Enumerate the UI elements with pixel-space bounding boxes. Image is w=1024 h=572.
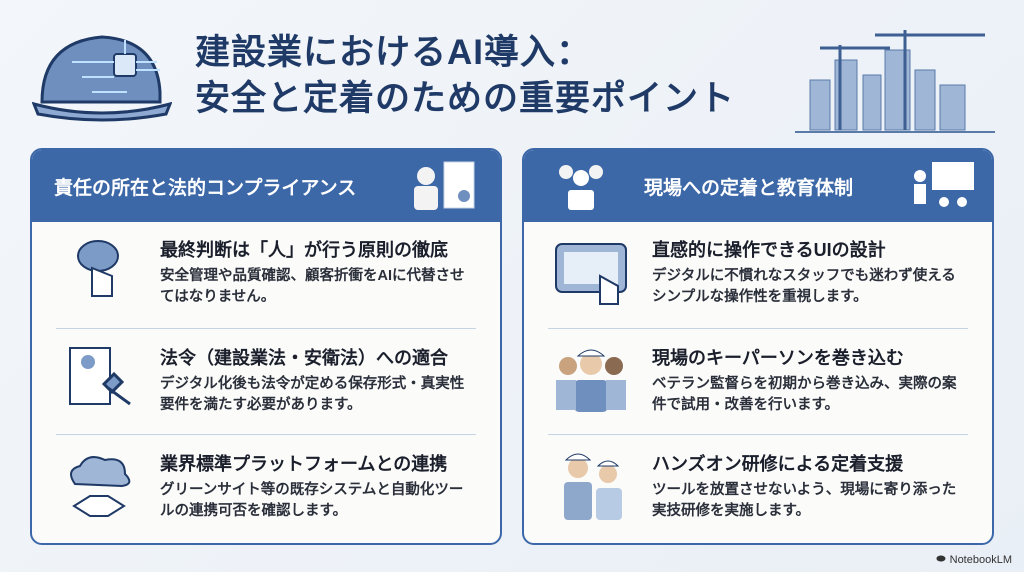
item-title: 直感的に操作できるUIの設計 [652,240,886,260]
workers-training-icon [564,453,622,520]
item-body: ベテラン監督らを初期から巻き込み、実際の案件で試用・改善を行います。 [652,376,957,413]
cloud-handshake-icon [70,456,131,517]
divider [56,434,476,435]
title-line-2: 安全と定着のための重要ポイント [195,79,736,118]
construction-city-illustration [795,30,995,133]
list-item: 法令（建設業法・安衛法）への適合デジタル化後も法令が定める保存形式・真実性要件を… [32,330,500,435]
brain-hand-icon [77,240,119,297]
item-body: 安全管理や品質確認、顧客折衝をAIに代替させてはなりません。 [160,268,465,305]
item-title: 業界標準プラットフォームとの連携 [160,454,448,474]
item-body: ツールを放置させないよう、現場に寄り添った実技研修を実施します。 [652,482,957,519]
item-title: 最終判断は「人」が行う原則の徹底 [160,240,448,260]
worker-document-icon [414,161,475,210]
notebooklm-badge: ⬬NotebookLM [936,553,1012,566]
item-title: 現場のキーパーソンを巻き込む [652,348,904,368]
workers-tablet-icon [559,165,603,210]
item-title: 法令（建設業法・安衛法）への適合 [160,348,448,368]
divider [548,328,968,329]
item-body: デジタルに不慣れなスタッフでも迷わず使えるシンプルな操作性を重視します。 [652,268,956,305]
item-body: グリーンサイト等の既存システムと自動化ツールの連携可否を確認します。 [160,482,464,519]
item-body: デジタル化後も法令が定める保存形式・真実性要件を満たす必要があります。 [160,376,465,413]
title-line-1: 建設業におけるAI導入： [195,33,593,72]
list-item: 最終判断は「人」が行う原則の徹底安全管理や品質確認、顧客折衝をAIに代替させては… [32,222,500,327]
list-item: ハンズオン研修による定着支援ツールを放置させないよう、現場に寄り添った実技研修を… [524,436,992,541]
workers-group-icon [556,349,626,412]
divider [548,434,968,435]
card-header-title: 現場への定着と教育体制 [644,177,854,199]
card-header-title: 責任の所在と法的コンプライアンス [54,177,357,199]
card-header: 現場への定着と教育体制 [524,150,992,222]
presentation-icon [914,162,974,207]
ai-helmet-icon [32,35,172,122]
divider [56,328,476,329]
list-item: 直感的に操作できるUIの設計デジタルに不慣れなスタッフでも迷わず使えるシンプルな… [524,222,992,327]
item-title: ハンズオン研修による定着支援 [652,454,904,474]
compliance-card: 責任の所在と法的コンプライアンス 最終判断は「人」が行う原則の徹底安全管理や品質… [30,148,502,545]
tablet-touch-icon [555,243,627,305]
list-item: 現場のキーパーソンを巻き込むベテラン監督らを初期から巻き込み、実際の案件で試用・… [524,330,992,435]
adoption-card: 現場への定着と教育体制 直感的に操作できるUIの設計デジタルに不慣れなスタッフで… [522,148,994,545]
page-title: 建設業におけるAI導入： 安全と定着のための重要ポイント [195,30,735,122]
card-header: 責任の所在と法的コンプライアンス [32,150,500,222]
notebooklm-logo-icon: ⬬ [936,553,946,565]
brand-label: NotebookLM [949,553,1012,566]
document-gavel-icon [69,347,131,406]
list-item: 業界標準プラットフォームとの連携グリーンサイト等の既存システムと自動化ツールの連… [32,436,500,541]
